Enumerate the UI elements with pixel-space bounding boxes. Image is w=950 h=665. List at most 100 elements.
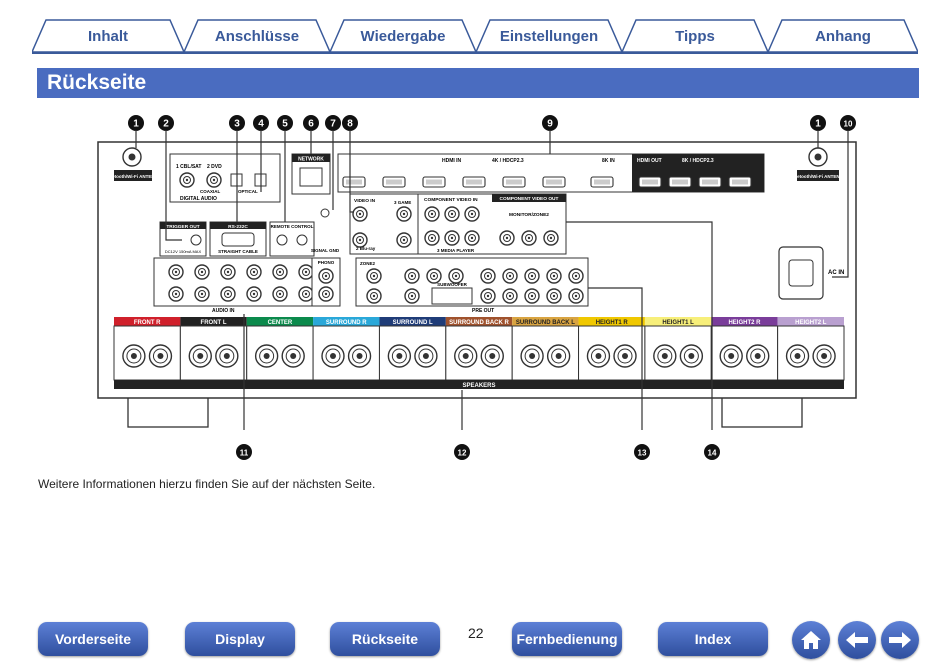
nav-front-button[interactable]: Vorderseite bbox=[38, 622, 148, 656]
speaker-terminal bbox=[254, 344, 279, 368]
speaker-group: FRONT L bbox=[179, 317, 248, 381]
arrow-right-icon bbox=[889, 632, 911, 648]
callout-number: 13 bbox=[638, 449, 647, 458]
speaker-group-label: HEIGHT1 L bbox=[662, 320, 694, 326]
rs232c-label: RS-232C bbox=[228, 224, 248, 230]
callout-number: 7 bbox=[330, 119, 336, 130]
component-out-label: COMPONENT VIDEO OUT bbox=[500, 196, 559, 202]
eightk-in-label: 8K IN bbox=[602, 158, 615, 164]
tab-inhalt[interactable]: Inhalt bbox=[88, 27, 128, 45]
callout-marker bbox=[342, 115, 358, 131]
callout-marker bbox=[704, 444, 720, 460]
hdmi-out-label: HDMI OUT bbox=[637, 158, 662, 164]
callout-marker bbox=[303, 115, 319, 131]
callout-marker bbox=[158, 115, 174, 131]
tab-anhang[interactable]: Anhang bbox=[815, 27, 871, 45]
speaker-terminal bbox=[454, 344, 478, 368]
speaker-terminal bbox=[188, 344, 212, 368]
speaker-group-label: SURROUND BACK L bbox=[516, 320, 575, 326]
game3-label: 3 GAME bbox=[394, 200, 411, 205]
callout-marker bbox=[840, 115, 856, 131]
speaker-group-label: SURROUND R bbox=[326, 320, 367, 326]
component-in-label: COMPONENT VIDEO IN bbox=[424, 197, 478, 203]
speaker-terminal bbox=[347, 344, 372, 368]
forward-arrow-button[interactable] bbox=[881, 621, 919, 659]
callout-number: 1 bbox=[133, 119, 139, 130]
page-number: 22 bbox=[468, 625, 484, 641]
speaker-group-label: HEIGHT2 R bbox=[728, 320, 761, 326]
speaker-group: SURROUND L bbox=[378, 317, 447, 381]
zone2-label: ZONE2 bbox=[360, 261, 376, 266]
arrow-left-icon bbox=[846, 632, 868, 648]
callout-marker bbox=[128, 115, 144, 131]
preout-label: PRE OUT bbox=[472, 308, 494, 314]
callout-number: 11 bbox=[240, 449, 249, 458]
nav-display-button[interactable]: Display bbox=[185, 622, 295, 656]
hdmi-in-label: HDMI IN bbox=[442, 158, 462, 164]
callout-marker bbox=[236, 444, 252, 460]
speaker-terminal bbox=[679, 344, 704, 368]
speaker-group: HEIGHT2 L bbox=[777, 317, 845, 381]
home-icon bbox=[801, 631, 821, 649]
trigger-out-label: TRIGGER OUT bbox=[166, 224, 199, 230]
speaker-terminal bbox=[215, 344, 239, 368]
speaker-terminal bbox=[414, 344, 438, 368]
callout-number: 6 bbox=[308, 119, 314, 130]
callout-number: 14 bbox=[708, 449, 717, 458]
speaker-terminal bbox=[281, 344, 305, 368]
tab-anschluesse[interactable]: Anschlüsse bbox=[214, 27, 300, 45]
speaker-terminal bbox=[387, 344, 412, 368]
bt-antenna-left-label: Bluetooth/Wi-Fi ANTENNA bbox=[105, 174, 162, 179]
hdcp-label: 4K / HDCP2.3 bbox=[492, 158, 524, 164]
back-arrow-button[interactable] bbox=[838, 621, 876, 659]
speaker-group: SURROUND R bbox=[312, 317, 380, 381]
speaker-group-label: HEIGHT1 R bbox=[596, 320, 629, 326]
home-button[interactable] bbox=[792, 621, 830, 659]
speakers-label: SPEAKERS bbox=[462, 383, 495, 389]
rear-panel-diagram: Bluetooth/Wi-Fi ANTENNA Bluetooth/Wi-Fi … bbox=[97, 115, 857, 460]
nav-index-button[interactable]: Index bbox=[658, 622, 768, 656]
callout-number: 9 bbox=[547, 119, 553, 130]
trigger-spec-label: DC12V 150mA MAX bbox=[165, 249, 202, 254]
speaker-terminal bbox=[546, 344, 571, 368]
speaker-group-label: FRONT L bbox=[201, 320, 227, 326]
digital-audio-label: DIGITAL AUDIO bbox=[180, 196, 217, 202]
tab-einstellungen[interactable]: Einstellungen bbox=[499, 27, 599, 45]
signal-gnd-label: SIGNAL GND bbox=[311, 248, 340, 253]
tab-wiedergabe[interactable]: Wiedergabe bbox=[360, 27, 446, 45]
speaker-group: HEIGHT2 R bbox=[710, 317, 779, 381]
remote-control-label: REMOTE CONTROL bbox=[271, 224, 314, 229]
hdmi-out-hdcp-label: 8K / HDCP2.3 bbox=[682, 158, 714, 164]
callout-marker bbox=[454, 444, 470, 460]
speaker-terminal bbox=[122, 344, 146, 368]
callout-marker bbox=[277, 115, 293, 131]
callout-marker bbox=[229, 115, 245, 131]
callout-number: 1 bbox=[815, 119, 821, 130]
speaker-terminal bbox=[520, 344, 544, 368]
page-title: Rückseite bbox=[37, 68, 919, 98]
speaker-terminal bbox=[586, 344, 611, 368]
callout-marker bbox=[542, 115, 558, 131]
ac-in-label: AC IN bbox=[828, 270, 844, 276]
video-in-label: VIDEO IN bbox=[354, 198, 376, 204]
monitor-zone2-label: MONITOR/ZONE2 bbox=[509, 212, 549, 218]
speaker-terminal bbox=[812, 344, 836, 368]
callout-number: 10 bbox=[844, 120, 853, 129]
tab-tipps[interactable]: Tipps bbox=[675, 27, 715, 45]
callout-number: 4 bbox=[258, 119, 264, 130]
coax-cbl-label: 1 CBL/SAT bbox=[176, 164, 201, 170]
nav-back-button[interactable]: Rückseite bbox=[330, 622, 440, 656]
speaker-group-label: SURROUND BACK R bbox=[449, 320, 509, 326]
callout-marker bbox=[810, 115, 826, 131]
tab-baseline bbox=[32, 52, 918, 54]
top-tab-bar: Inhalt Anschlüsse Wiedergabe Einstellung… bbox=[32, 14, 918, 54]
speaker-terminal bbox=[321, 344, 345, 368]
audio-in-label: AUDIO IN bbox=[212, 308, 235, 314]
speaker-group: SURROUND BACK R bbox=[445, 317, 513, 381]
speaker-group: SURROUND BACK L bbox=[511, 317, 580, 381]
speaker-terminal bbox=[653, 344, 677, 368]
nav-remote-button[interactable]: Fernbedienung bbox=[512, 622, 622, 656]
speaker-terminal bbox=[480, 344, 504, 368]
